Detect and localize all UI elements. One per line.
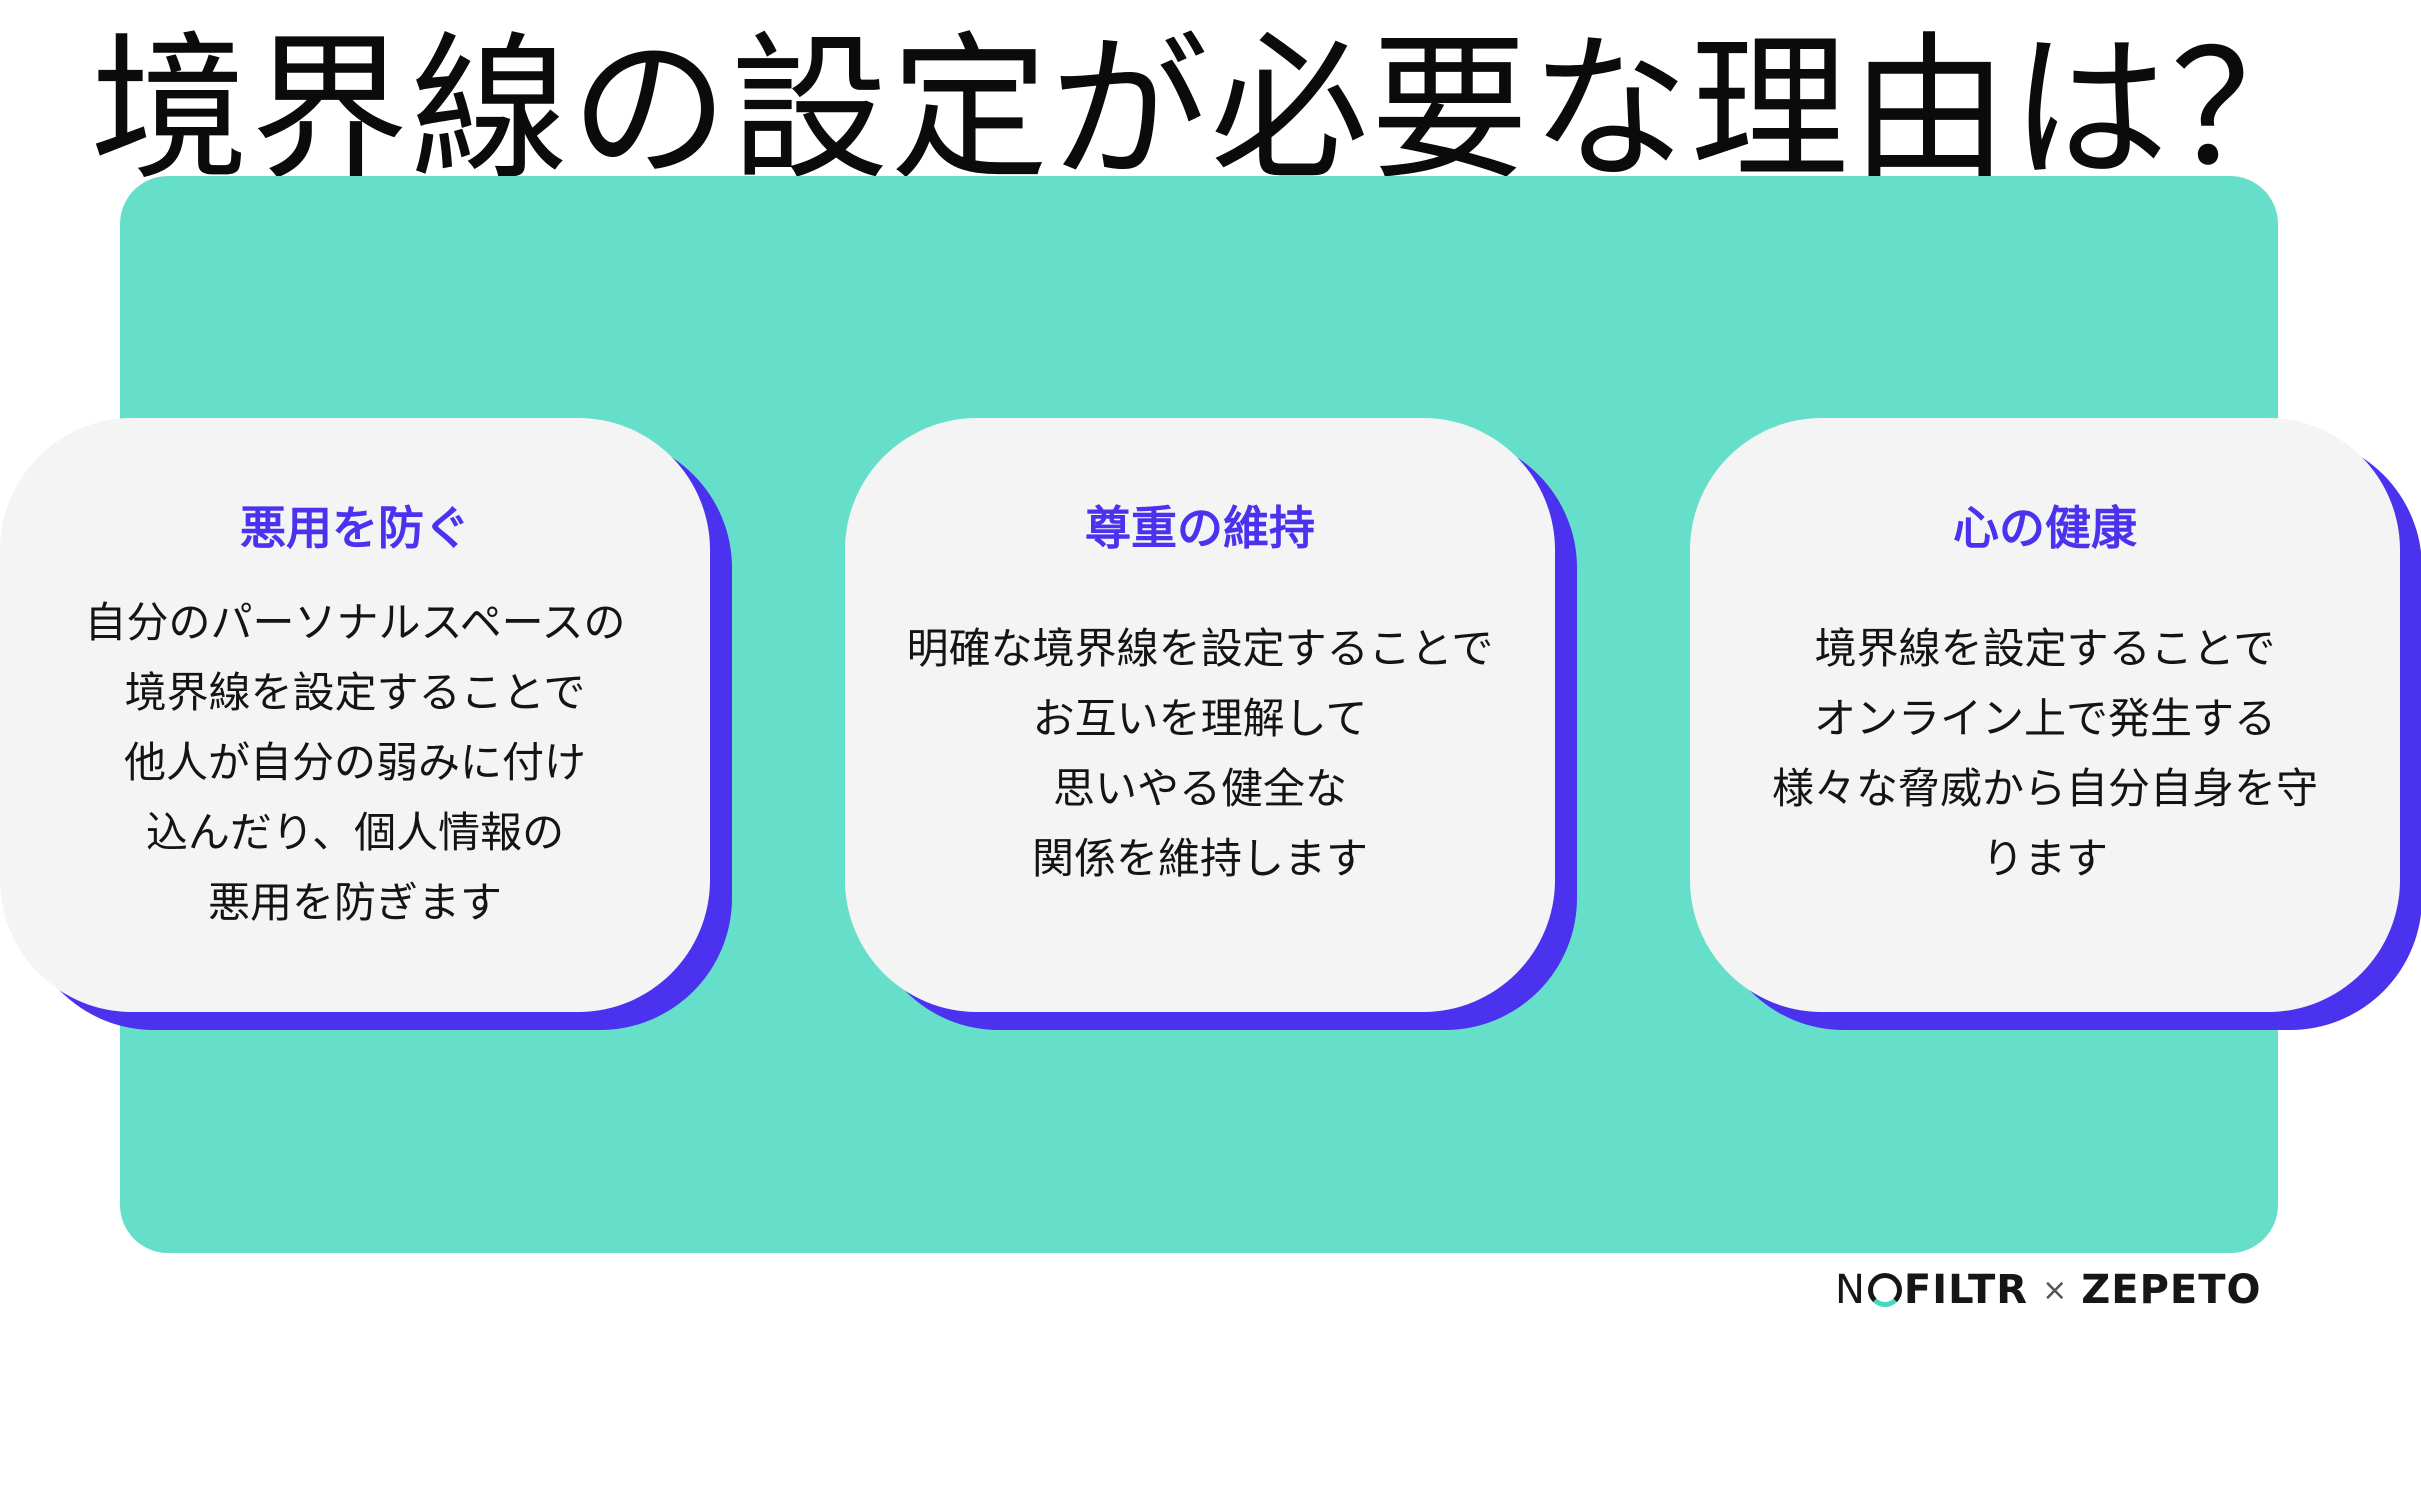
- card-body-bg: 心の健康 境界線を設定することで オンライン上で発生する 様々な脅威から自分自身…: [1690, 418, 2400, 1012]
- card-text: 自分のパーソナルスペースの 境界線を設定することで 他人が自分の弱みに付け 込ん…: [20, 588, 690, 938]
- card-text-line: 境界線を設定することで: [124, 668, 586, 717]
- card-text-line: 明確な境界線を設定することで: [906, 624, 1494, 673]
- card-text-line: ります: [1981, 834, 2108, 883]
- card-abuse-prevention: 悪用を防ぐ 自分のパーソナルスペースの 境界線を設定することで 他人が自分の弱み…: [0, 418, 732, 1030]
- logo-zepeto: ZEPETO: [2081, 1267, 2262, 1313]
- card-text-line: 様々な脅威から自分自身を守: [1771, 764, 2318, 813]
- card-body-bg: 尊重の維持 明確な境界線を設定することで お互いを理解して 思いやる健全な 関係…: [845, 418, 1555, 1012]
- card-text-line: お互いを理解して: [1032, 694, 1368, 743]
- logo-o-ring-icon: [1867, 1273, 1902, 1307]
- card-mental-health: 心の健康 境界線を設定することで オンライン上で発生する 様々な脅威から自分自身…: [1690, 418, 2421, 1030]
- card-text-line: 悪用を防ぎます: [207, 878, 502, 927]
- card-heading: 悪用を防ぐ: [240, 501, 470, 555]
- card-text-line: 他人が自分の弱みに付け: [123, 738, 586, 787]
- card-text-line: 関係を維持します: [1031, 834, 1368, 883]
- card-text-line: 境界線を設定することで: [1814, 624, 2276, 673]
- logo-nofiltr-n: N: [1835, 1267, 1866, 1313]
- logo-separator: ×: [2042, 1272, 2068, 1308]
- card-heading: 心の健康: [1953, 501, 2137, 555]
- card-text-line: 自分のパーソナルスペースの: [84, 598, 626, 647]
- card-text-line: オンライン上で発生する: [1813, 694, 2276, 743]
- card-heading: 尊重の維持: [1085, 501, 1315, 555]
- card-body-bg: 悪用を防ぐ 自分のパーソナルスペースの 境界線を設定することで 他人が自分の弱み…: [0, 418, 710, 1012]
- card-respect: 尊重の維持 明確な境界線を設定することで お互いを理解して 思いやる健全な 関係…: [845, 418, 1577, 1030]
- card-text-line: 込んだり、個人情報の: [145, 808, 565, 857]
- nofiltr-zepeto-logo: N FILTR × ZEPETO: [1835, 1260, 2262, 1320]
- page-title: 境界線の設定が必要な理由は？: [90, 18, 2331, 202]
- card-text: 明確な境界線を設定することで お互いを理解して 思いやる健全な 関係を維持します: [865, 614, 1535, 894]
- logo-nofiltr-rest: FILTR: [1903, 1267, 2029, 1313]
- card-text-line: 思いやる健全な: [1052, 764, 1347, 813]
- card-text: 境界線を設定することで オンライン上で発生する 様々な脅威から自分自身を守 りま…: [1710, 614, 2380, 894]
